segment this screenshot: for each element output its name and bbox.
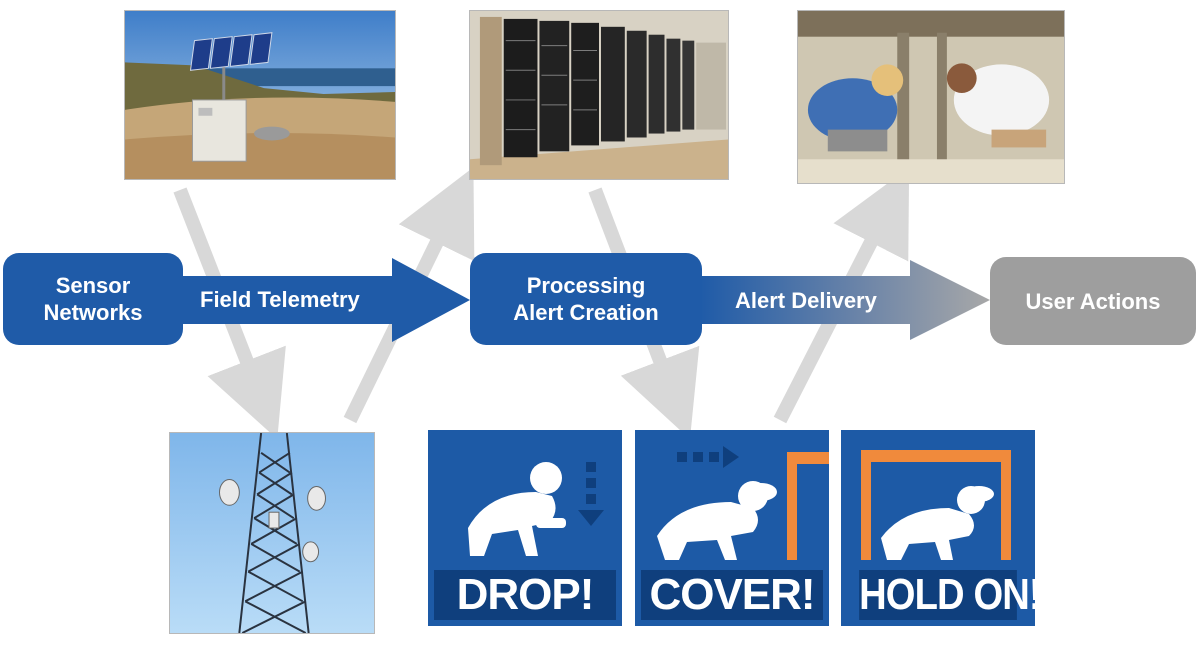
cover-caption: COVER! [641,570,823,620]
alert-delivery-label: Alert Delivery [735,288,877,313]
hold-on-caption: HOLD ON! [859,570,1042,620]
sensor-networks-line-2: Networks [43,300,143,325]
processing-line-2: Alert Creation [513,300,659,325]
drop-panel: DROP! [428,430,622,626]
processing-line-1: Processing [526,273,646,298]
field-telemetry-arrow [170,258,470,342]
people-taking-cover-photo [797,10,1065,184]
user-actions-node: User Actions [990,257,1196,345]
sensor-networks-line-1: Sensor [55,273,131,298]
hold-on-panel: HOLD ON! [841,430,1042,626]
alert-delivery-arrow [700,260,990,340]
communications-tower-photo [169,432,375,634]
field-telemetry-label: Field Telemetry [200,287,360,312]
user-actions-label: User Actions [1025,288,1161,314]
sensor-networks-node: Sensor Networks [3,253,183,345]
server-racks-photo [469,10,729,180]
drop-caption: DROP! [434,570,616,620]
solar-sensor-station-photo [124,10,396,180]
cover-panel: COVER! [635,430,829,626]
processing-alert-creation-node: Processing Alert Creation [470,253,702,345]
